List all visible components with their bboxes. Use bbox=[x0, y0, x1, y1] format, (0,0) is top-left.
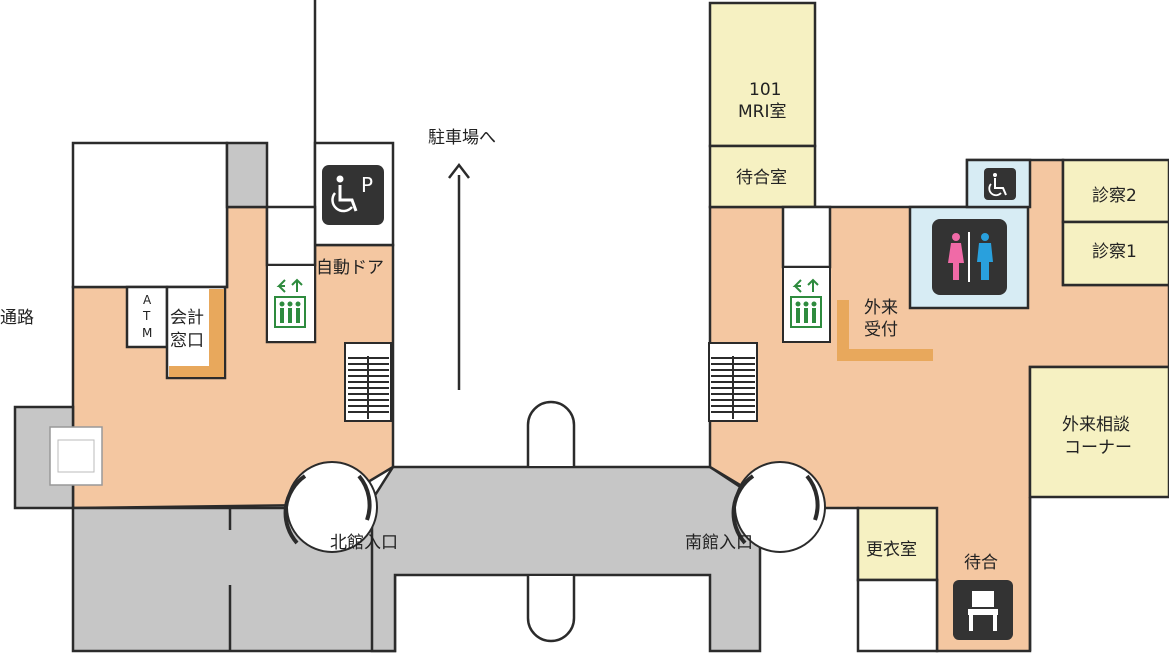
accounting-counter-bottom bbox=[169, 366, 224, 377]
mri-number-label: 101 bbox=[749, 80, 781, 100]
exam-room-1 bbox=[1061, 220, 1169, 287]
revolving-door-icon bbox=[283, 461, 378, 553]
mri-room bbox=[708, 1, 817, 148]
south-white-room bbox=[856, 578, 939, 653]
north-elevator-shaft bbox=[265, 205, 317, 267]
changing-room-label: 更衣室 bbox=[866, 540, 917, 560]
accounting-label-line2: 窓口 bbox=[170, 331, 204, 351]
outpatient-counter bbox=[837, 300, 933, 361]
atm-letter-a: A bbox=[143, 293, 152, 307]
mri-room-label: MRI室 bbox=[738, 102, 787, 122]
exam-room-2-label: 診察2 bbox=[1092, 186, 1137, 206]
north-white-room bbox=[71, 141, 229, 289]
outpatient-reception-label-line2: 受付 bbox=[864, 320, 898, 340]
restroom-icon bbox=[932, 219, 1007, 295]
accounting-label-line1: 会計 bbox=[170, 308, 204, 328]
passage-door-icon bbox=[49, 426, 103, 486]
north-gray-box bbox=[225, 141, 269, 209]
wheelchair-icon bbox=[984, 168, 1016, 200]
exam-room-1-label: 診察1 bbox=[1092, 242, 1137, 262]
elevator-icon bbox=[266, 264, 316, 343]
accounting-counter-strip bbox=[209, 289, 224, 377]
corridor-door-bottom bbox=[526, 576, 576, 643]
south-elevator-shaft bbox=[781, 205, 832, 269]
revolving-door-icon bbox=[731, 461, 826, 553]
waiting-room-label: 待合室 bbox=[736, 168, 787, 188]
auto-door-label: 自動ドア bbox=[316, 258, 384, 278]
stairs-icon bbox=[344, 342, 392, 422]
consult-corner-room bbox=[1028, 365, 1169, 499]
waiting-room bbox=[708, 144, 817, 209]
atm-box bbox=[125, 285, 169, 349]
corridor-door-top bbox=[526, 400, 576, 466]
up-arrow-icon bbox=[448, 162, 470, 390]
south-entrance-label: 南館入口 bbox=[685, 533, 753, 553]
stairs-icon bbox=[708, 342, 758, 422]
passage-label: 通路 bbox=[0, 308, 34, 328]
atm-letter-m: M bbox=[142, 326, 152, 340]
to-parking-label: 駐車場へ bbox=[428, 128, 496, 148]
north-entrance-label: 北館入口 bbox=[330, 533, 398, 553]
exam-room-2 bbox=[1061, 158, 1169, 224]
waiting-label: 待合 bbox=[964, 553, 998, 573]
consult-corner-label-line1: 外来相談 bbox=[1062, 415, 1130, 435]
parking-sign-letter: P bbox=[361, 173, 373, 197]
atm-letter-t: T bbox=[142, 309, 151, 323]
waiting-chair-icon bbox=[953, 580, 1013, 640]
outpatient-reception-label-line1: 外来 bbox=[864, 298, 898, 318]
accessible-parking-icon: P bbox=[322, 165, 384, 225]
consult-corner-label-line2: コーナー bbox=[1064, 438, 1132, 458]
elevator-icon bbox=[782, 266, 831, 343]
